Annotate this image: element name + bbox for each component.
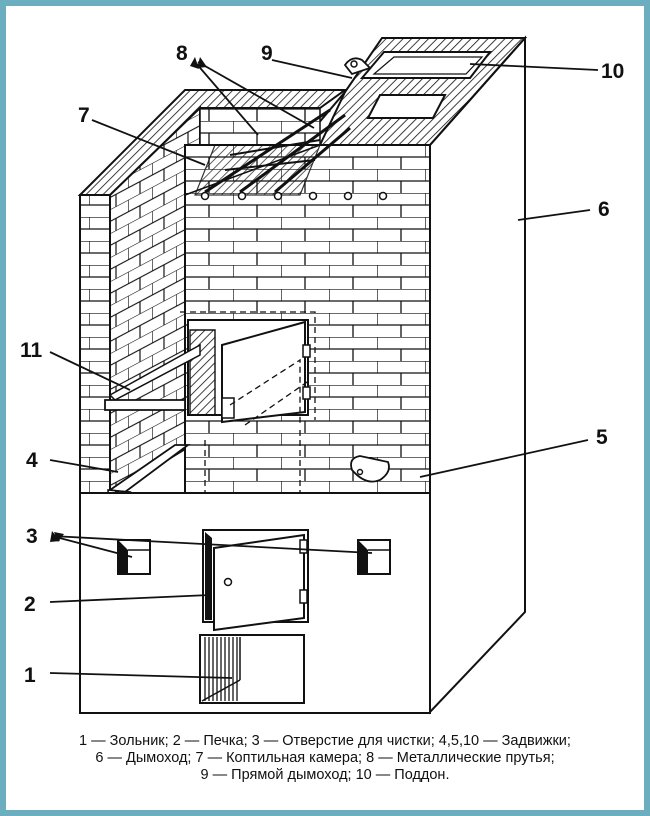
label-9: 9 xyxy=(261,42,273,65)
arrowhead-8-right xyxy=(197,57,207,68)
caption-line-3: 9 — Прямой дымоход; 10 — Поддон. xyxy=(200,767,450,783)
legend-caption: 1 — Зольник; 2 — Печка; 3 — Отверстие дл… xyxy=(20,733,630,784)
arrowhead-3-right xyxy=(54,532,64,542)
chamber-back-wall xyxy=(199,107,321,146)
damper-5 xyxy=(350,455,390,483)
label-4: 4 xyxy=(26,449,38,472)
straight-chimney-damper xyxy=(343,57,372,76)
label-6: 6 xyxy=(598,198,610,221)
arrowhead-8-left xyxy=(190,57,199,69)
label-2: 2 xyxy=(24,593,36,616)
ash-pit xyxy=(199,634,305,704)
label-5: 5 xyxy=(596,426,608,449)
metal-rods xyxy=(194,108,388,201)
label-8: 8 xyxy=(176,42,188,65)
leader-lines xyxy=(49,59,599,679)
label-11: 11 xyxy=(20,339,43,362)
chamber-door xyxy=(187,319,311,424)
chamber-left-wall xyxy=(77,89,349,497)
cleaning-opening-right xyxy=(357,539,391,575)
label-10: 10 xyxy=(601,60,624,83)
label-1: 1 xyxy=(24,664,36,687)
label-3: 3 xyxy=(26,525,38,548)
caption-line-1: 1 — Зольник; 2 — Печка; 3 — Отверстие дл… xyxy=(79,733,571,749)
tray-shelf xyxy=(104,343,201,411)
stove-door xyxy=(202,529,309,632)
label-7: 7 xyxy=(78,104,90,127)
chimney-side-face xyxy=(429,35,526,715)
caption-line-2: 6 — Дымоход; 7 — Коптильная камера; 8 — … xyxy=(95,750,555,766)
cleaning-opening-left xyxy=(117,539,151,575)
